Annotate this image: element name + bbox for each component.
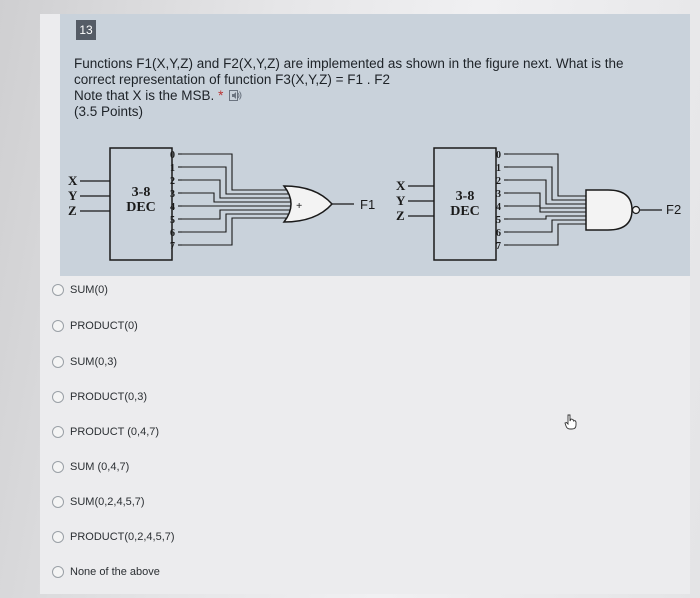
left-output-6: 6	[170, 228, 175, 239]
right-decoder-label-1: 3-8	[456, 189, 475, 204]
question-points: (3.5 Points)	[74, 104, 144, 119]
option-label: PRODUCT(0,3)	[70, 391, 148, 403]
option-8[interactable]: PRODUCT(0,2,4,5,7)	[52, 529, 175, 545]
hand-cursor-icon	[564, 414, 577, 430]
option-label: None of the above	[70, 566, 160, 578]
question-line-1: Functions F1(X,Y,Z) and F2(X,Y,Z) are im…	[74, 56, 624, 71]
right-input-z: Z	[396, 208, 405, 223]
radio-button[interactable]	[52, 284, 64, 296]
right-input-x: X	[396, 178, 406, 193]
right-decoder: 3-8 DEC X Y Z 0 1 2 3 4 5 6 7 F2	[396, 147, 681, 261]
option-label: PRODUCT(0,2,4,5,7)	[70, 531, 175, 543]
option-label: SUM(0,2,4,5,7)	[70, 496, 145, 508]
radio-button[interactable]	[52, 391, 64, 403]
left-input-z: Z	[68, 203, 77, 218]
right-output-4: 4	[496, 202, 501, 213]
left-gate-symbol: +	[296, 200, 302, 212]
option-4[interactable]: PRODUCT(0,3)	[52, 389, 147, 405]
left-decoder-label-2: DEC	[126, 200, 156, 215]
right-input-y: Y	[396, 193, 406, 208]
left-input-x: X	[68, 173, 78, 188]
right-output-0: 0	[496, 150, 501, 161]
radio-button[interactable]	[52, 531, 64, 543]
f1-label: F1	[360, 197, 375, 212]
right-output-3: 3	[496, 189, 501, 200]
required-mark: *	[218, 88, 224, 103]
radio-button[interactable]	[52, 496, 64, 508]
left-decoder-label-1: 3-8	[132, 185, 151, 200]
option-label: PRODUCT(0)	[70, 320, 138, 332]
question-number: 13	[76, 20, 96, 40]
question-header	[60, 14, 690, 276]
option-5[interactable]: PRODUCT (0,4,7)	[52, 424, 159, 440]
left-output-2: 2	[170, 176, 175, 187]
circuit-figure: 3-8 DEC X Y Z 0 1 2 3 4 5 6 7	[68, 147, 681, 261]
radio-button[interactable]	[52, 320, 64, 332]
radio-button[interactable]	[52, 356, 64, 368]
answer-options: SUM(0) PRODUCT(0) SUM(0,3) PRODUCT(0,3) …	[52, 282, 452, 582]
left-output-5: 5	[170, 215, 175, 226]
question-text: Functions F1(X,Y,Z) and F2(X,Y,Z) are im…	[74, 56, 674, 120]
left-output-4: 4	[170, 202, 175, 213]
right-output-5: 5	[496, 215, 501, 226]
right-output-7: 7	[496, 241, 501, 252]
option-label: PRODUCT (0,4,7)	[70, 426, 160, 438]
option-6[interactable]: SUM (0,4,7)	[52, 459, 129, 475]
f2-label: F2	[666, 202, 681, 217]
option-label: SUM (0,4,7)	[70, 461, 130, 473]
msb-note: Note that X is the MSB.	[74, 88, 215, 103]
left-output-0: 0	[170, 150, 175, 161]
radio-button[interactable]	[52, 461, 64, 473]
radio-button[interactable]	[52, 426, 64, 438]
option-7[interactable]: SUM(0,2,4,5,7)	[52, 494, 145, 510]
speaker-icon[interactable]	[229, 90, 243, 102]
option-3[interactable]: SUM(0,3)	[52, 354, 117, 370]
option-label: SUM(0)	[70, 284, 108, 296]
right-output-6: 6	[496, 228, 501, 239]
left-output-1: 1	[170, 163, 175, 174]
question-line-2: correct representation of function F3(X,…	[74, 72, 391, 87]
left-output-3: 3	[170, 189, 175, 200]
option-label: SUM(0,3)	[70, 356, 118, 368]
right-output-1: 1	[496, 163, 501, 174]
left-output-7: 7	[170, 241, 175, 252]
left-decoder: 3-8 DEC X Y Z 0 1 2 3 4 5 6 7	[68, 147, 375, 261]
option-9[interactable]: None of the above	[52, 564, 160, 580]
option-1[interactable]: SUM(0)	[52, 282, 108, 298]
right-decoder-label-2: DEC	[450, 204, 480, 219]
radio-button[interactable]	[52, 566, 64, 578]
option-2[interactable]: PRODUCT(0)	[52, 318, 138, 334]
right-output-2: 2	[496, 176, 501, 187]
question-line-3: Note that X is the MSB. *	[74, 88, 674, 104]
left-input-y: Y	[68, 188, 78, 203]
